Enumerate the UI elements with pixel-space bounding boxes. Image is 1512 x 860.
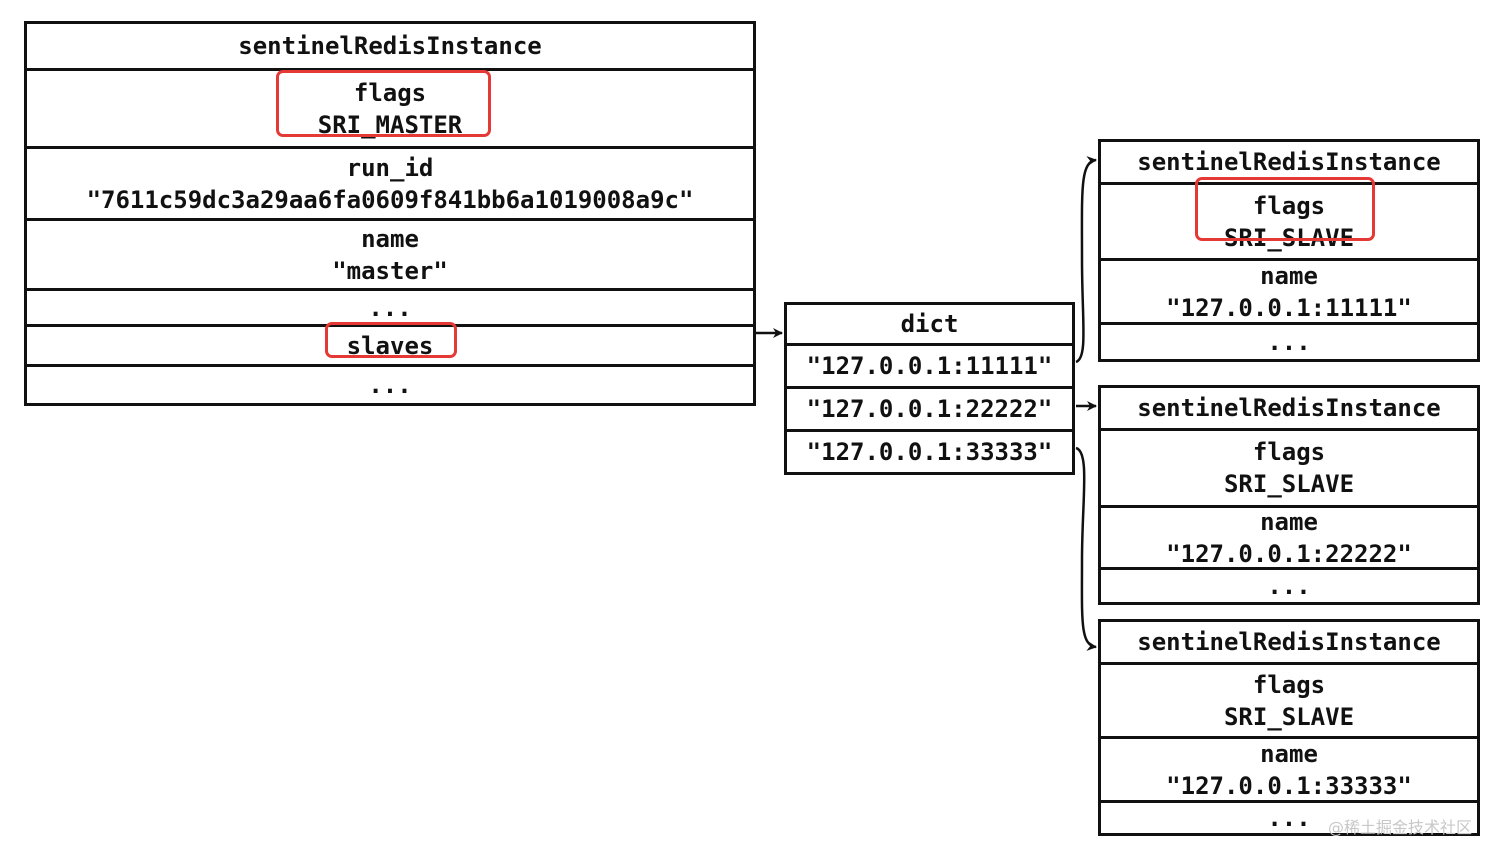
slave-ellipsis: ... (1267, 328, 1311, 356)
slave-flags-value: SRI_SLAVE (1223, 223, 1355, 252)
dict-title-row: dict (787, 305, 1072, 343)
slave-name-value: "127.0.0.1:33333" (1166, 771, 1412, 800)
dict-entry-row: "127.0.0.1:22222" (787, 386, 1072, 429)
slave-title-row: sentinelRedisInstance (1101, 142, 1477, 182)
slave-title-row: sentinelRedisInstance (1101, 622, 1477, 662)
master-instance-box: sentinelRedisInstance flags SRI_MASTER r… (24, 21, 756, 406)
master-ellipsis-row-1: ... (27, 288, 753, 324)
slave-name-label: name (1260, 507, 1318, 536)
slave-flags-label: flags (1252, 670, 1326, 699)
dict-entry: "127.0.0.1:33333" (806, 438, 1053, 466)
slave-flags-label: flags (1252, 191, 1326, 220)
master-run-id-row: run_id "7611c59dc3a29aa6fa0609f841bb6a10… (27, 146, 753, 218)
dict-entry-row: "127.0.0.1:33333" (787, 429, 1072, 472)
slave-title: sentinelRedisInstance (1137, 148, 1441, 176)
slave-name-row: name "127.0.0.1:11111" (1101, 258, 1477, 322)
slave-ellipsis-row: ... (1101, 322, 1477, 359)
master-slaves-label: slaves (346, 331, 434, 360)
slave-name-value: "127.0.0.1:22222" (1166, 539, 1412, 568)
master-ellipsis-row-2: ... (27, 364, 753, 403)
slave-flags-label: flags (1252, 438, 1326, 466)
slave-flags-value: SRI_SLAVE (1223, 470, 1355, 498)
master-name-label: name (361, 224, 419, 253)
dict-box: dict "127.0.0.1:11111" "127.0.0.1:22222"… (784, 302, 1075, 475)
master-flags-highlight (276, 70, 491, 137)
slave-instance-box-2: sentinelRedisInstance flags SRI_SLAVE na… (1098, 385, 1480, 605)
master-run-id-label: run_id (346, 153, 434, 182)
dict-entry: "127.0.0.1:11111" (806, 352, 1053, 380)
master-title: sentinelRedisInstance (238, 32, 542, 60)
watermark: @稀土掘金技术社区 (1328, 818, 1473, 837)
arrow-entry-1-to-slave-1 (1075, 156, 1097, 364)
slave-instance-box-1: sentinelRedisInstance flags SRI_SLAVE na… (1098, 139, 1480, 362)
dict-entry: "127.0.0.1:22222" (806, 395, 1053, 423)
slave-flags-highlight (1195, 177, 1375, 241)
master-name-value: "master" (332, 256, 448, 285)
slave-flags-value: SRI_SLAVE (1223, 702, 1355, 731)
slave-title: sentinelRedisInstance (1137, 628, 1441, 656)
slave-name-row: name "127.0.0.1:22222" (1101, 505, 1477, 568)
master-slaves-highlight (325, 322, 457, 358)
master-title-row: sentinelRedisInstance (27, 24, 753, 68)
slave-ellipsis-row: ... (1101, 567, 1477, 602)
slave-ellipsis-row: ... (1101, 800, 1477, 833)
slave-name-label: name (1260, 261, 1318, 290)
dict-entry-row: "127.0.0.1:11111" (787, 343, 1072, 386)
master-name-row: name "master" (27, 218, 753, 288)
master-ellipsis-2: ... (368, 371, 412, 399)
slave-ellipsis: ... (1267, 804, 1311, 832)
master-flags-value: SRI_MASTER (317, 110, 463, 139)
slave-ellipsis: ... (1267, 572, 1311, 600)
slave-title: sentinelRedisInstance (1137, 394, 1441, 422)
slave-title-row: sentinelRedisInstance (1101, 388, 1477, 428)
slave-flags-row: flags SRI_SLAVE (1101, 428, 1477, 505)
slave-name-label: name (1260, 739, 1318, 768)
master-flags-row: flags SRI_MASTER (27, 68, 753, 146)
slave-name-row: name "127.0.0.1:33333" (1101, 736, 1477, 800)
slave-name-value: "127.0.0.1:11111" (1166, 293, 1412, 322)
slave-instance-box-3: sentinelRedisInstance flags SRI_SLAVE na… (1098, 619, 1480, 836)
slave-flags-row: flags SRI_SLAVE (1101, 662, 1477, 736)
slave-flags-row: flags SRI_SLAVE (1101, 182, 1477, 258)
master-slaves-row: slaves (27, 324, 753, 364)
master-run-id-value: "7611c59dc3a29aa6fa0609f841bb6a1019008a9… (86, 185, 694, 214)
master-flags-label: flags (353, 78, 427, 107)
arrow-entry-3-to-slave-3 (1075, 446, 1097, 651)
master-ellipsis-1: ... (368, 293, 412, 322)
dict-title: dict (900, 310, 959, 338)
